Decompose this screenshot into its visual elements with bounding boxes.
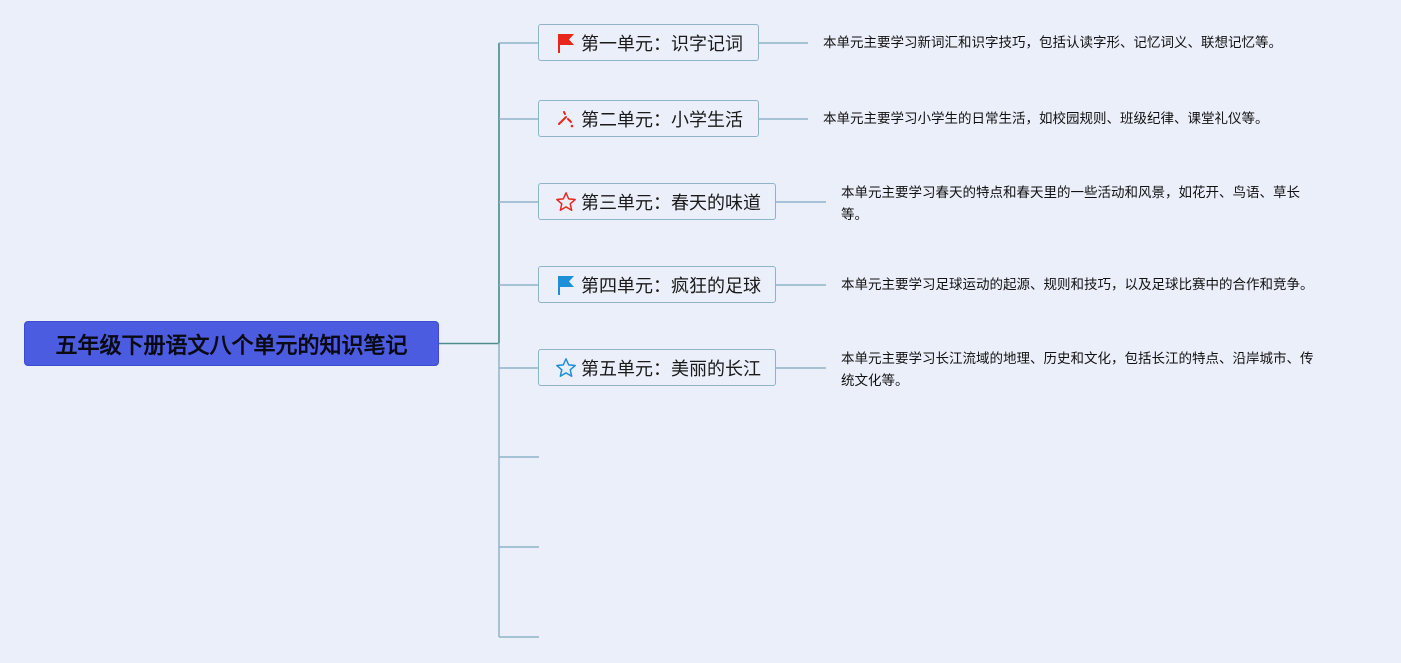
unit-2-label: 第二单元：小学生活 [581, 109, 743, 131]
unit-5-description-line-1: 本单元主要学习长江流域的地理、历史和文化，包括长江的特点、沿岸城市、传 [841, 351, 1314, 367]
unit-4-topic[interactable]: 第四单元：疯狂的足球 [538, 266, 776, 303]
unit-3-label: 第三单元：春天的味道 [581, 192, 761, 214]
blue-star-outline-icon [555, 357, 577, 379]
unit-1-label: 第一单元：识字记词 [581, 33, 743, 55]
unit-3-topic[interactable]: 第三单元：春天的味道 [538, 183, 776, 220]
red-star-outline-icon [555, 191, 577, 213]
root-topic[interactable]: 五年级下册语文八个单元的知识笔记 [25, 322, 438, 365]
unit-4-label: 第四单元：疯狂的足球 [581, 275, 761, 297]
red-flag-icon [555, 32, 577, 54]
unit-5-topic[interactable]: 第五单元：美丽的长江 [538, 349, 776, 386]
sparkle-icon [555, 108, 577, 130]
unit-5-description: 本单元主要学习长江流域的地理、历史和文化，包括长江的特点、沿岸城市、传 统文化等… [841, 348, 1314, 392]
unit-1-topic[interactable]: 第一单元：识字记词 [538, 24, 759, 61]
blue-flag-icon [555, 274, 577, 296]
root-title: 五年级下册语文八个单元的知识笔记 [55, 333, 408, 359]
unit-1-description: 本单元主要学习新词汇和识字技巧，包括认读字形、记忆词义、联想记忆等。 [823, 35, 1282, 51]
unit-3-description-line-2: 等。 [841, 207, 868, 223]
unit-3-description-line-1: 本单元主要学习春天的特点和春天里的一些活动和风景，如花开、鸟语、草长 [841, 185, 1300, 201]
unit-2-topic[interactable]: 第二单元：小学生活 [538, 100, 759, 137]
unit-5-description-line-2: 统文化等。 [841, 373, 909, 389]
unit-3-description: 本单元主要学习春天的特点和春天里的一些活动和风景，如花开、鸟语、草长 等。 [841, 182, 1300, 226]
unit-4-description: 本单元主要学习足球运动的起源、规则和技巧，以及足球比赛中的合作和竞争。 [841, 277, 1314, 293]
unit-5-label: 第五单元：美丽的长江 [581, 358, 761, 380]
unit-2-description: 本单元主要学习小学生的日常生活，如校园规则、班级纪律、课堂礼仪等。 [823, 111, 1269, 127]
